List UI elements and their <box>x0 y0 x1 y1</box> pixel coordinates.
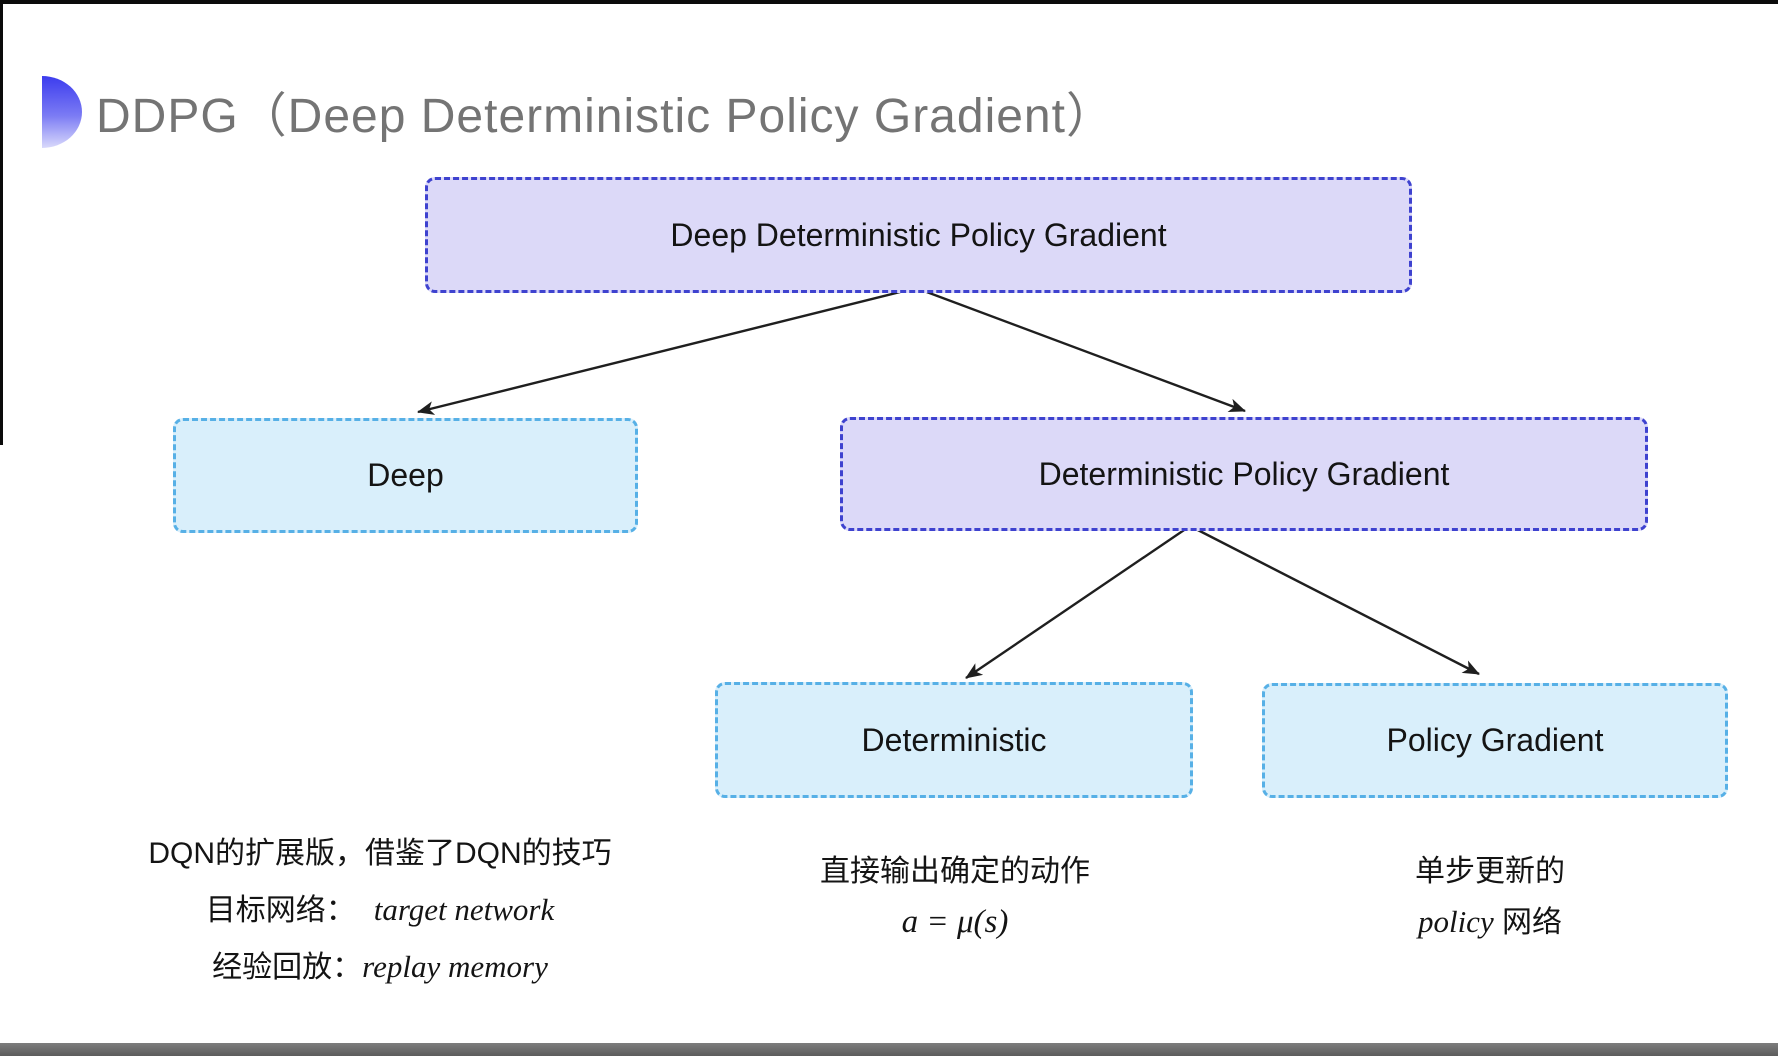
node-deterministic: Deterministic <box>715 682 1193 798</box>
top-border <box>0 0 1778 4</box>
left-border <box>0 0 3 445</box>
note-deterministic: 直接输出确定的动作 a = μ(s) <box>770 847 1140 948</box>
note-deep-line3-label: 经验回放： <box>212 951 363 984</box>
node-deep: Deep <box>173 418 638 533</box>
note-deep-line2-label: 目标网络： <box>205 894 356 927</box>
note-deep-line3: 经验回放：replay memory <box>105 939 655 996</box>
note-deep: DQN的扩展版，借鉴了DQN的技巧 目标网络： target network 经验… <box>105 826 655 996</box>
page-title: DDPG（Deep Deterministic Policy Gradient） <box>96 90 1115 143</box>
note-deterministic-formula: a = μ(s) <box>770 897 1140 948</box>
node-dpg-label: Deterministic Policy Gradient <box>1038 455 1450 492</box>
bottom-bar <box>0 1043 1778 1056</box>
node-root-label: Deep Deterministic Policy Gradient <box>670 216 1167 253</box>
formula-a-mu-s: a = μ(s) <box>901 904 1009 940</box>
node-deep-label: Deep <box>367 457 444 493</box>
note-pg-line2-term: policy <box>1417 904 1494 939</box>
note-pg-line2-suffix: 网络 <box>1493 906 1563 939</box>
note-deep-line2-term: target network <box>373 892 555 927</box>
note-pg-line1: 单步更新的 <box>1415 855 1565 888</box>
note-deterministic-line1: 直接输出确定的动作 <box>820 855 1090 888</box>
node-policy-gradient: Policy Gradient <box>1262 683 1728 798</box>
node-root: Deep Deterministic Policy Gradient <box>425 177 1412 293</box>
node-deterministic-label: Deterministic <box>861 721 1047 758</box>
note-deep-line1: DQN的扩展版，借鉴了DQN的技巧 <box>148 837 612 870</box>
note-pg-line2: policy 网络 <box>1305 897 1675 948</box>
note-deep-line2: 目标网络： target network <box>105 882 655 939</box>
title-bullet-icon <box>42 76 82 148</box>
node-policy-gradient-label: Policy Gradient <box>1386 722 1604 758</box>
note-deep-line3-term: replay memory <box>362 949 548 984</box>
node-deterministic-policy-gradient: Deterministic Policy Gradient <box>840 417 1648 531</box>
note-policy-gradient: 单步更新的 policy 网络 <box>1305 847 1675 948</box>
